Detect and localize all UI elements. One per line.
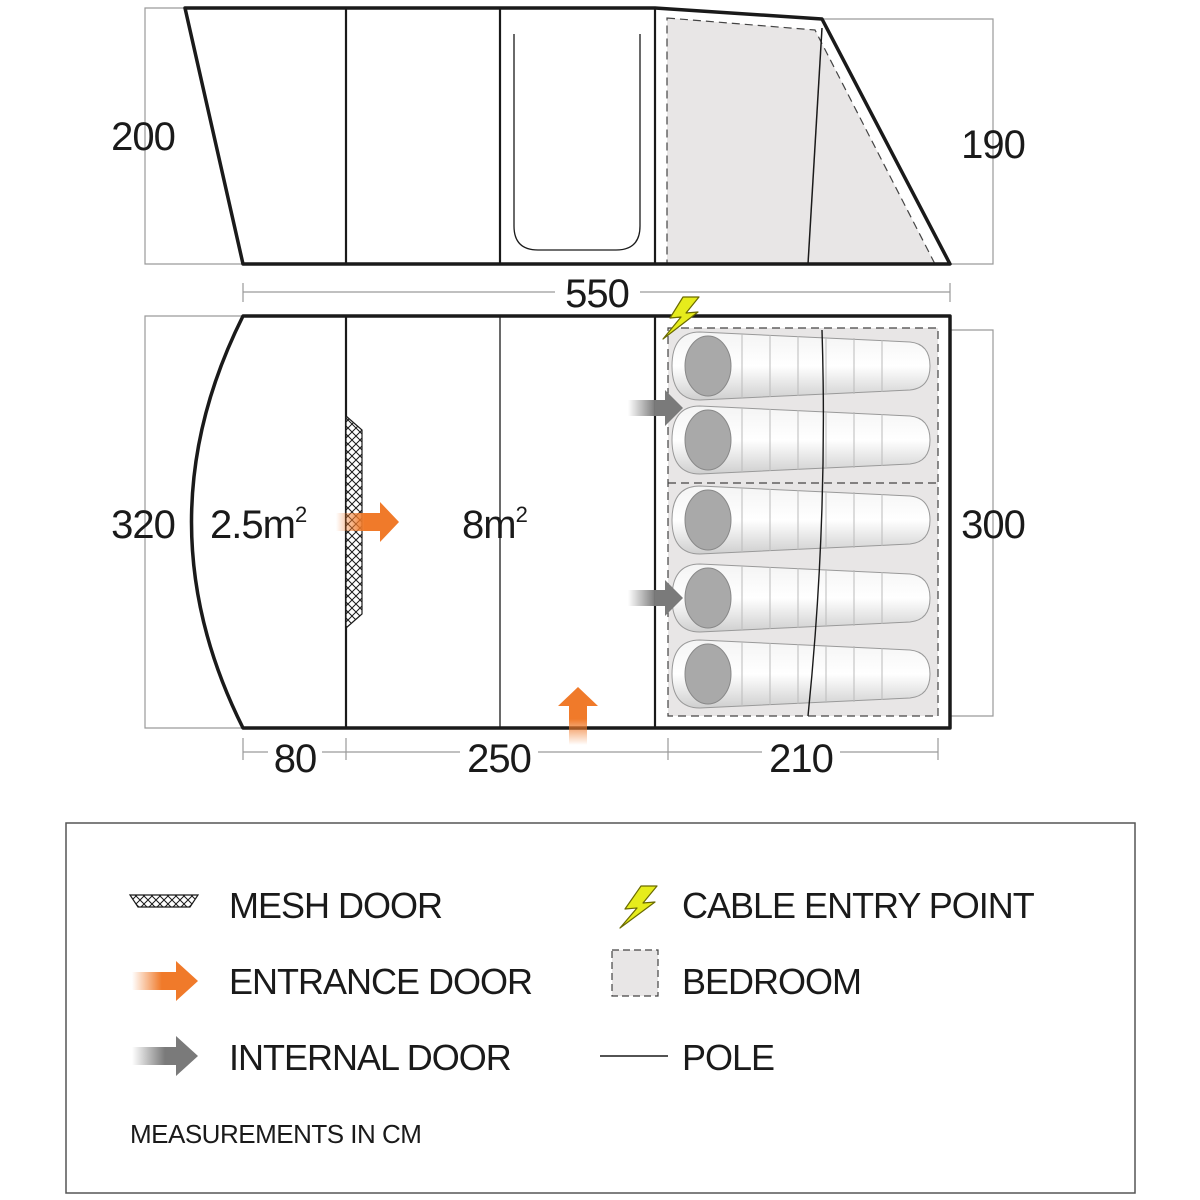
porch-area-value: 2.5m: [210, 503, 295, 547]
legend-label-entrance-door: ENTRANCE DOOR: [229, 961, 532, 1002]
entrance-door-arrow-icon: [132, 961, 198, 1001]
floor-width-right: 300: [961, 503, 1025, 547]
porch-area: 2.5m2: [210, 502, 307, 547]
section-length-living: 250: [467, 737, 531, 781]
side-section-dividers: [344, 8, 657, 264]
sleeping-bag: [671, 563, 931, 633]
bedroom-icon: [611, 949, 659, 997]
floor-outline: [189, 314, 952, 730]
side-tent-outline: [183, 6, 952, 266]
legend-box: [65, 822, 1136, 1194]
sleeping-bag: [671, 405, 931, 475]
measurements-note: MEASUREMENTS IN CM: [130, 1119, 421, 1149]
side-bedroom-outline: [666, 17, 936, 265]
porch-area-unit-sup: 2: [295, 502, 307, 527]
floor-dimension-lines: [144, 315, 994, 760]
legend: MESH DOOR ENTRANCE DOOR INTERNAL DOOR CA…: [65, 822, 1136, 1194]
entrance-arrow-porch: [336, 502, 399, 542]
legend-label-pole: POLE: [682, 1037, 774, 1078]
cable-entry-bolt-icon: [662, 296, 700, 340]
internal-arrow-upper: [628, 390, 683, 426]
side-height-left: 200: [111, 115, 175, 159]
living-area-value: 8m: [462, 503, 516, 547]
internal-door-arrow-icon: [132, 1036, 198, 1076]
sleeping-bag: [671, 485, 931, 555]
legend-label-bedroom: BEDROOM: [682, 961, 861, 1002]
bedroom-outline: [667, 327, 939, 717]
sleeping-bag: [671, 639, 931, 709]
legend-label-cable-entry: CABLE ENTRY POINT: [682, 885, 1035, 926]
side-height-right: 190: [961, 123, 1025, 167]
section-length-bedroom: 210: [769, 737, 833, 781]
mesh-door-icon: [128, 894, 200, 908]
floor-width-left: 320: [111, 503, 175, 547]
cable-entry-legend-icon: [619, 885, 658, 929]
living-area-unit-sup: 2: [516, 502, 528, 527]
side-length: 550: [565, 272, 629, 316]
floor-plan: 320 300 80 250 210 2.5m2 8m2: [111, 296, 1026, 781]
internal-arrow-lower: [628, 580, 683, 616]
side-view: 200 190 550: [111, 6, 1026, 316]
legend-label-internal-door: INTERNAL DOOR: [229, 1037, 511, 1078]
side-window: [513, 34, 641, 251]
sleeping-bag: [671, 331, 931, 401]
legend-label-mesh-door: MESH DOOR: [229, 885, 442, 926]
side-bedroom-shading: [667, 18, 935, 264]
section-length-porch: 80: [274, 737, 317, 781]
entrance-arrow-side: [558, 687, 598, 745]
floor-pole: [807, 329, 825, 717]
sleeping-bags: [671, 331, 931, 709]
living-area: 8m2: [462, 502, 528, 547]
side-pole: [807, 27, 823, 265]
side-view-dimension-lines: [144, 7, 994, 302]
